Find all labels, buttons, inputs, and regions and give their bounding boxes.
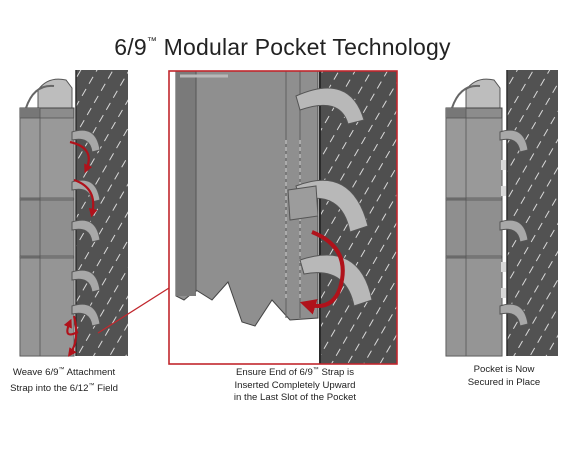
insert-upward-arrow	[299, 230, 345, 315]
pocket-detail	[175, 71, 319, 327]
right-panel-illustration	[445, 70, 558, 357]
pocket-right	[445, 78, 503, 357]
zoom-frame	[168, 70, 398, 365]
pocket-left	[19, 78, 75, 357]
zoom-detail-illustration	[169, 71, 397, 364]
page-title: 6/9™ Modular Pocket Technology	[114, 34, 451, 60]
caption-right: Pocket is Now Secured in Place	[467, 364, 541, 388]
zoom-connector-line	[97, 287, 170, 334]
left-panel-illustration	[19, 70, 128, 357]
caption-middle: Ensure End of 6/9™ Strap is Inserted Com…	[233, 367, 357, 403]
caption-left: Weave 6/9™ Attachment Strap into the 6/1…	[10, 367, 118, 394]
